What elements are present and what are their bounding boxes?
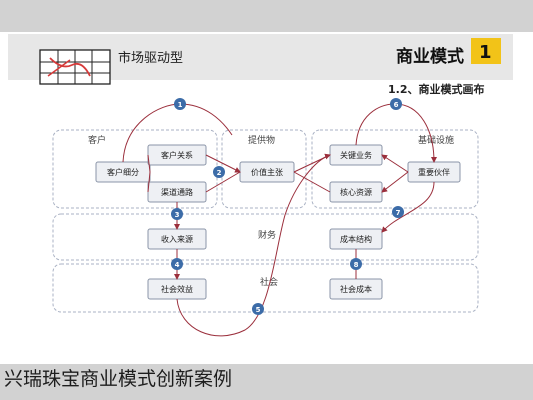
flow-link-segments-channels <box>147 171 151 193</box>
slide-heading: 商业模式 <box>396 46 464 67</box>
marker-4: 4 <box>175 261 180 269</box>
market-map-icon <box>39 49 111 85</box>
box-customer-segments-label: 客户细分 <box>107 167 139 177</box>
marker-3: 3 <box>175 211 180 219</box>
marker-7: 7 <box>396 209 401 217</box>
flow-link-partners-activities <box>381 154 409 173</box>
region-society-label: 社会 <box>260 276 278 288</box>
box-revenue-label: 收入来源 <box>161 234 193 244</box>
box-customer-relations-label: 客户关系 <box>161 150 193 160</box>
marker-1: 1 <box>178 101 183 109</box>
marker-6: 6 <box>394 101 399 109</box>
marker-8: 8 <box>354 261 359 269</box>
box-key-resources-label: 核心资源 <box>340 187 372 197</box>
markers <box>171 98 404 315</box>
box-key-partners-label: 重要伙伴 <box>418 167 450 177</box>
box-social-cost-label: 社会成本 <box>340 284 372 294</box>
slide-number: 1 <box>479 42 492 63</box>
slide-background <box>0 32 533 364</box>
flow-link-relations-value <box>205 154 241 173</box>
flow-link-resources-value <box>293 171 331 193</box>
flow-link-partners-cost <box>381 181 435 233</box>
slide-subheading: 1.2、商业模式画布 <box>388 82 485 96</box>
marker-5: 5 <box>256 306 261 314</box>
box-channels-label: 渠道通路 <box>161 187 193 197</box>
map-label: 市场驱动型 <box>118 50 183 66</box>
flow-link-partners-resources <box>381 171 409 193</box>
box-key-activities-label: 关键业务 <box>340 150 372 160</box>
image-caption: 兴瑞珠宝商业模式创新案例 <box>4 368 233 390</box>
region-customer-label: 客户 <box>88 134 106 146</box>
marker-2: 2 <box>217 169 222 177</box>
flow-link-channels-value <box>205 171 241 193</box>
region-finance <box>52 213 479 261</box>
region-finance-label: 财务 <box>258 229 276 241</box>
flow-link-segments-relations <box>147 154 151 173</box>
region-offer-label: 提供物 <box>248 134 275 146</box>
region-infrastructure-label: 基础设施 <box>418 134 454 146</box>
box-value-proposition-label: 价值主张 <box>251 167 283 177</box>
box-cost-structure-label: 成本结构 <box>340 234 372 244</box>
box-social-benefit-label: 社会效益 <box>161 284 193 294</box>
region-society <box>52 263 479 313</box>
slide-number-box <box>471 38 501 64</box>
flow-arc-5 <box>176 153 331 337</box>
